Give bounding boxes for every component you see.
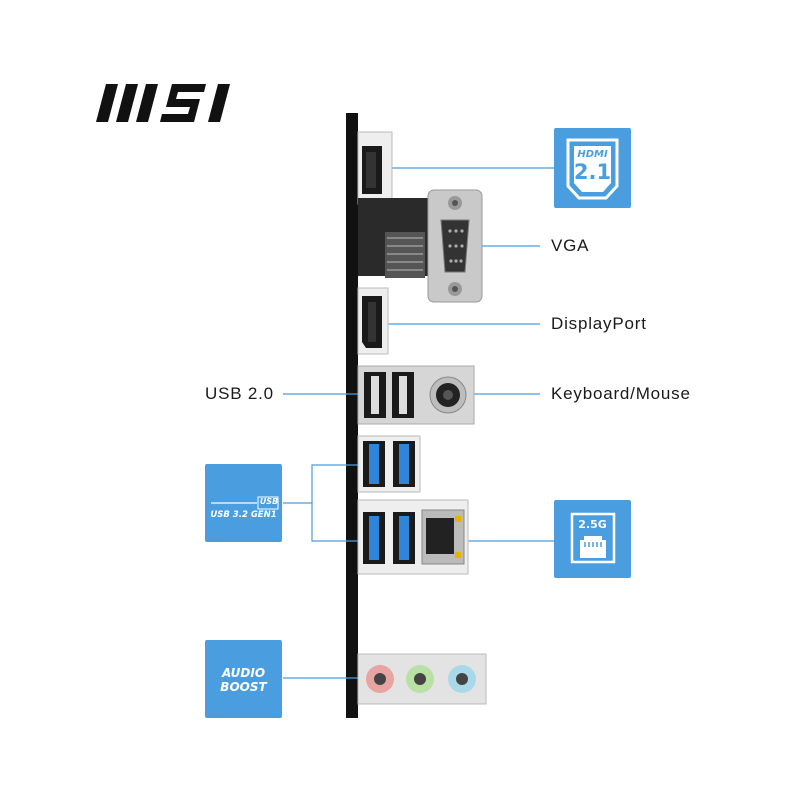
hdmi-version-major: 2 (573, 160, 589, 184)
keyboard-mouse-label: Keyboard/Mouse (551, 384, 691, 403)
hdmi-icon (566, 138, 619, 200)
hdmi-badge: HDMI 2.1 (554, 128, 631, 208)
hdmi-port (357, 131, 393, 205)
msi-logo: MSI (96, 82, 236, 124)
usb32-top-pair (357, 435, 421, 493)
audio-jacks (357, 653, 487, 705)
vga-label: VGA (551, 236, 590, 255)
hdmi-version-minor: 1 (596, 160, 612, 184)
lan-badge-speed: 2.5G (578, 518, 607, 531)
lan-badge: 2.5G (554, 500, 631, 578)
msi-logo-mark (96, 84, 230, 122)
usb32-badge: USB USB 3.2 GEN1 (205, 464, 282, 542)
usb32-leader-branch (311, 503, 365, 542)
audio-boost-line2: BOOST (220, 680, 267, 694)
audio-boost-badge: AUDIO BOOST (205, 640, 282, 718)
io-backplate (346, 113, 358, 718)
vga-port (358, 189, 483, 303)
usb32-badge-lines (211, 496, 279, 510)
usb32-badge-text: USB 3.2 GEN1 (210, 510, 277, 520)
displayport-port (357, 287, 389, 355)
usb32-badge-tag: USB (259, 497, 279, 506)
hdmi-badge-word: HDMI (577, 149, 608, 160)
audio-boost-line1: AUDIO (221, 666, 266, 680)
hdmi-version-dot: . (588, 160, 597, 184)
hdmi-badge-version: 2.1 (554, 160, 631, 184)
usb32-leader-line (283, 464, 365, 504)
usb20-label: USB 2.0 (205, 384, 274, 403)
displayport-label: DisplayPort (551, 314, 647, 333)
usb32-lan-block (357, 499, 469, 575)
usb20-ps2-block (357, 365, 475, 425)
ethernet-icon (570, 512, 616, 564)
